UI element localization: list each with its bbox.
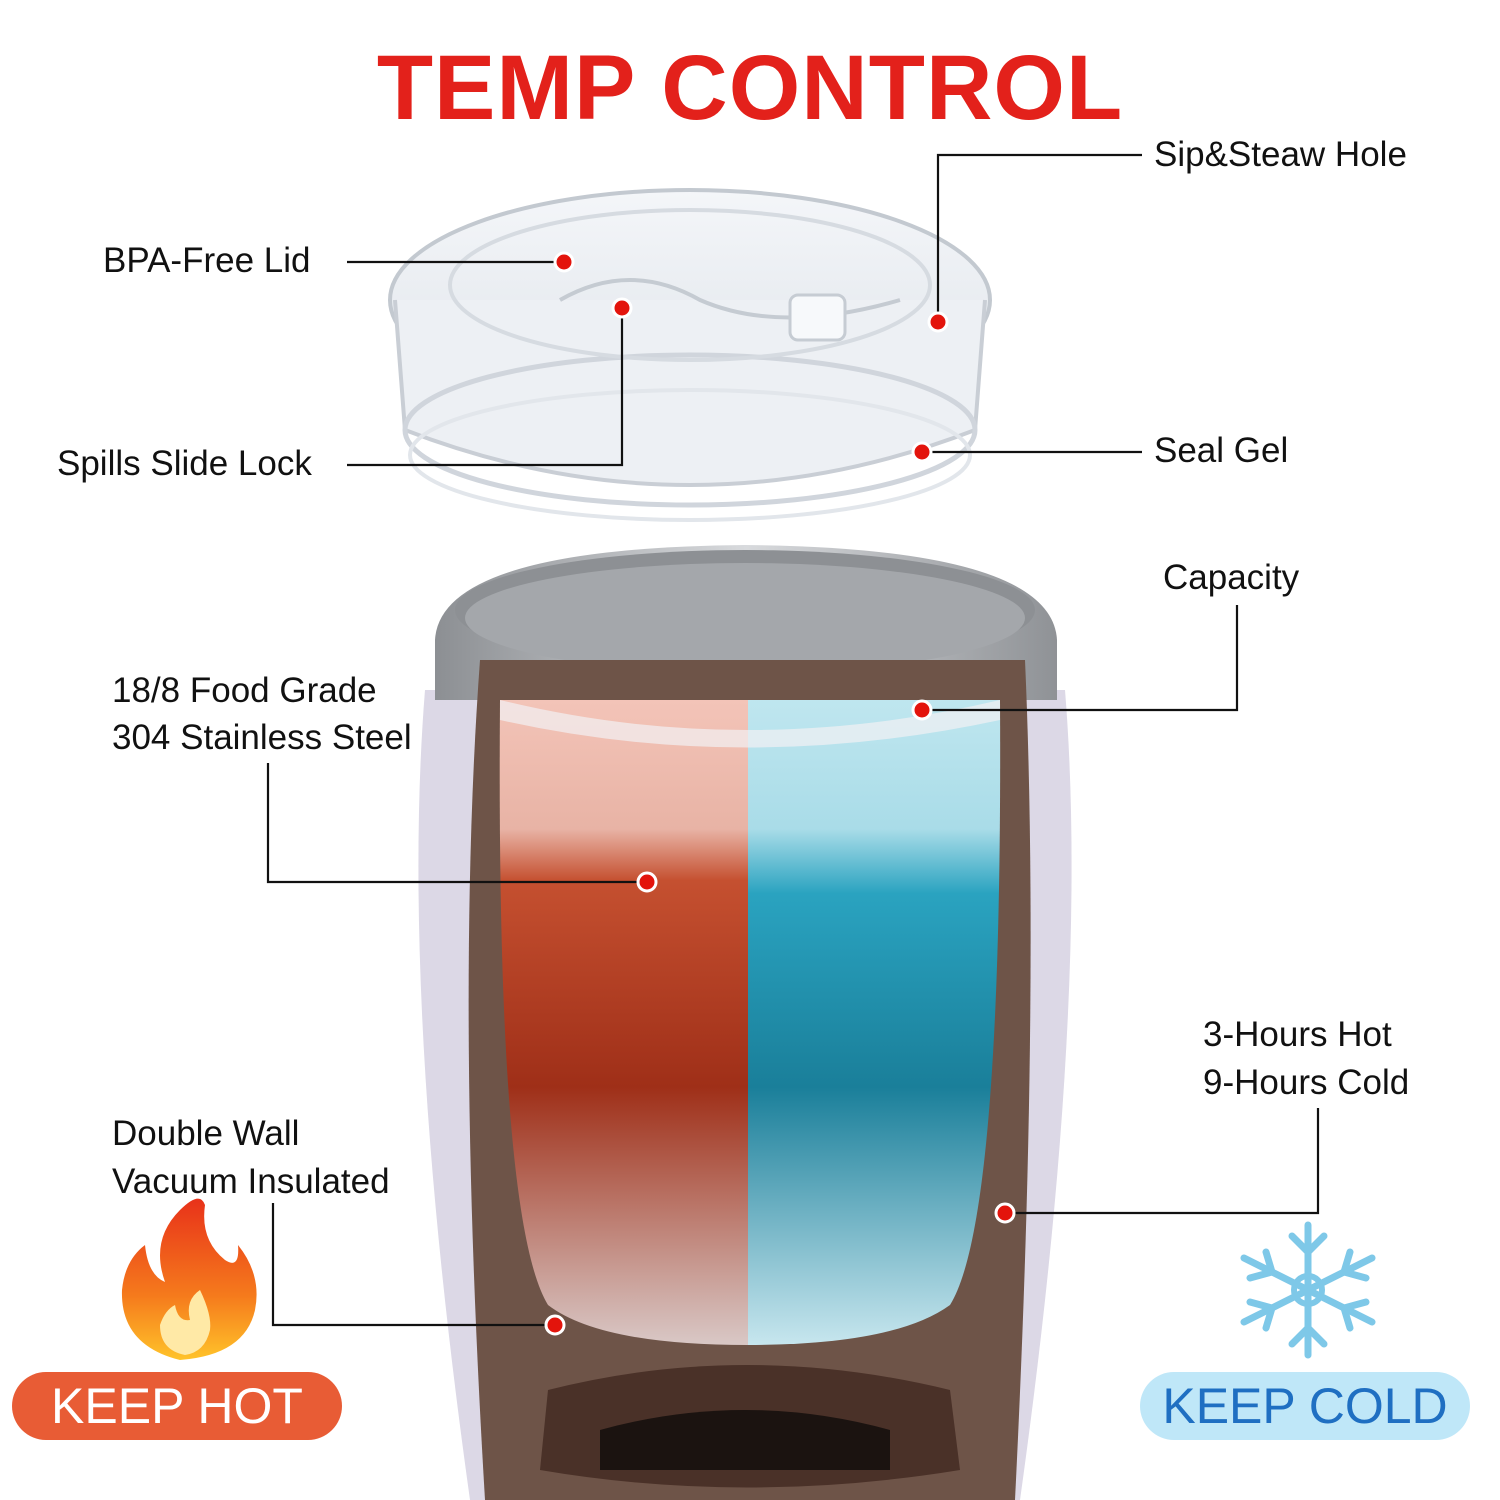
- label-seal-gel: Seal Gel: [1154, 431, 1289, 470]
- marker-slide-lock: [611, 297, 633, 319]
- marker-dots: [544, 251, 1016, 1336]
- keep-hot-badge: KEEP HOT: [12, 1372, 342, 1440]
- label-capacity: Capacity: [1163, 558, 1300, 597]
- label-slide-lock: Spills Slide Lock: [57, 444, 312, 483]
- label-steel-line2: 304 Stainless Steel: [112, 718, 412, 757]
- label-hours-line2: 9-Hours Cold: [1203, 1063, 1410, 1102]
- tumbler-image: [418, 545, 1072, 1500]
- marker-hours: [994, 1202, 1016, 1224]
- label-wall-line1: Double Wall: [112, 1114, 300, 1153]
- label-hours-line1: 3-Hours Hot: [1203, 1015, 1392, 1054]
- flame-icon: [121, 1198, 257, 1360]
- keep-cold-badge: KEEP COLD: [1140, 1372, 1470, 1440]
- marker-capacity: [911, 699, 933, 721]
- label-wall-line2: Vacuum Insulated: [112, 1162, 390, 1201]
- label-sip-hole: Sip&Steaw Hole: [1154, 135, 1407, 174]
- marker-lid: [553, 251, 575, 273]
- leader-lines: [266, 153, 1320, 1327]
- label-steel-line1: 18/8 Food Grade: [112, 671, 377, 710]
- marker-seal-gel: [911, 441, 933, 463]
- marker-steel: [636, 871, 658, 893]
- page-title: TEMP CONTROL: [376, 37, 1124, 139]
- lid-image: [388, 188, 992, 522]
- marker-sip-hole: [927, 311, 949, 333]
- label-lid: BPA-Free Lid: [103, 241, 311, 280]
- snowflake-icon: [1240, 1221, 1376, 1359]
- marker-wall: [544, 1314, 566, 1336]
